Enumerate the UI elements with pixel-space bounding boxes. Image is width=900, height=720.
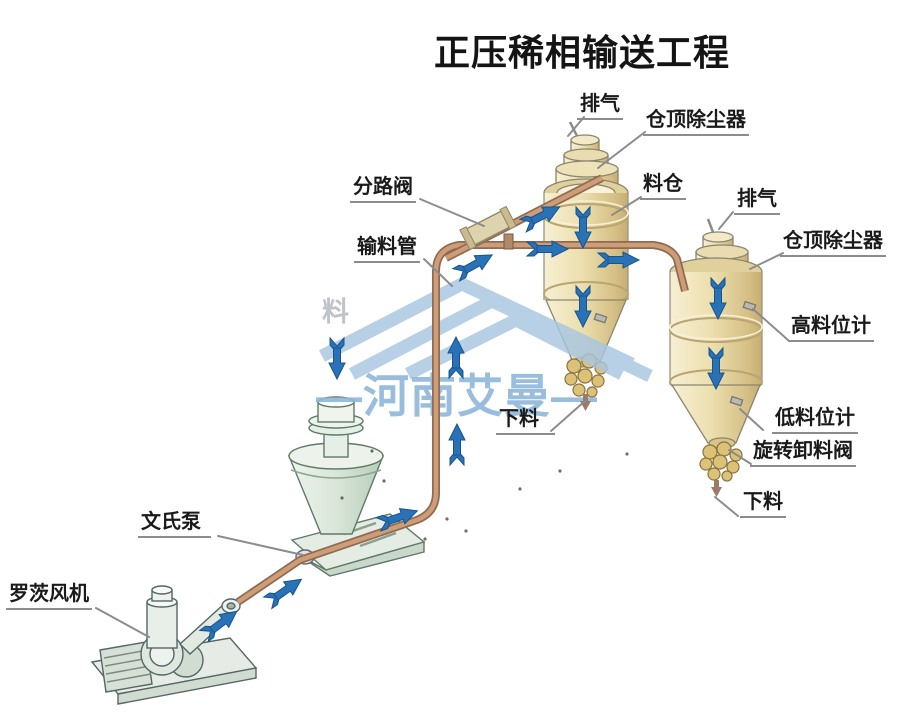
pipe-flange bbox=[503, 233, 514, 250]
label-low-level-gauge: 低料位计 bbox=[772, 407, 858, 434]
leader-exhaust-2 bbox=[718, 211, 734, 230]
leader-dust-collector-2 bbox=[749, 252, 784, 270]
leader-diverter-valve bbox=[419, 198, 485, 227]
label-venturi-pump: 文氏泵 bbox=[138, 511, 211, 538]
pipe-main bbox=[235, 241, 689, 606]
label-high-level-gauge: 高料位计 bbox=[788, 315, 874, 342]
label-conveying-pipe: 输料管 bbox=[354, 236, 420, 263]
page-title: 正压稀相输送工程 bbox=[434, 32, 731, 73]
label-dust-collector-1: 仓顶除尘器 bbox=[643, 109, 749, 136]
silo-2-ring-1 bbox=[669, 317, 763, 343]
leader-venturi-pump bbox=[217, 535, 304, 556]
leader-conveying-pipe bbox=[423, 258, 453, 287]
silo-2 bbox=[669, 218, 763, 482]
label-dust-collector-2: 仓顶除尘器 bbox=[780, 230, 886, 257]
arrow-silo-2-lower bbox=[707, 347, 725, 390]
leader-exhaust-1 bbox=[567, 116, 585, 137]
label-rotary-discharge-valve: 旋转卸料阀 bbox=[750, 440, 856, 467]
leader-discharge-2 bbox=[714, 496, 739, 517]
leader-high-level bbox=[752, 308, 789, 341]
leader-lines bbox=[95, 116, 789, 638]
leader-low-level bbox=[739, 408, 764, 431]
leader-discharge-1 bbox=[550, 400, 586, 432]
rotary-valve-2 bbox=[699, 441, 743, 482]
arrow-silo-1-cone bbox=[574, 285, 592, 328]
label-exhaust-1: 排气 bbox=[577, 93, 623, 120]
blower-motor bbox=[99, 641, 153, 693]
arrow-riser-upper bbox=[447, 336, 465, 379]
arrow-blower-outlet bbox=[198, 604, 243, 643]
roots-blower bbox=[90, 585, 258, 705]
arrow-venturi-feed bbox=[328, 337, 346, 380]
label-silo: 料仓 bbox=[640, 173, 686, 200]
leader-rotary-valve bbox=[728, 449, 752, 465]
diverter-valve-body bbox=[459, 205, 517, 251]
label-discharge-2: 下料 bbox=[740, 491, 786, 518]
leader-silo bbox=[611, 196, 642, 216]
conveying-pipe-run bbox=[235, 174, 689, 606]
arrow-pipe-right-silo-1 bbox=[597, 251, 640, 269]
watermark-brand: —河南艾曼— bbox=[316, 370, 598, 422]
faint-material-label: 料 bbox=[322, 297, 349, 327]
arrow-silo-2-upper bbox=[709, 277, 727, 320]
label-discharge-1: 下料 bbox=[496, 408, 555, 435]
label-roots-blower: 罗茨风机 bbox=[6, 583, 92, 610]
discharge-arrows bbox=[580, 394, 722, 497]
arrow-riser-lower bbox=[448, 423, 466, 466]
leader-roots-blower bbox=[95, 607, 150, 638]
leader-dust-collector-1 bbox=[597, 131, 646, 169]
label-exhaust-2: 排气 bbox=[734, 188, 780, 215]
low-level-sensor bbox=[729, 395, 744, 407]
specks bbox=[340, 449, 629, 541]
label-diverter-valve: 分路阀 bbox=[350, 176, 416, 203]
